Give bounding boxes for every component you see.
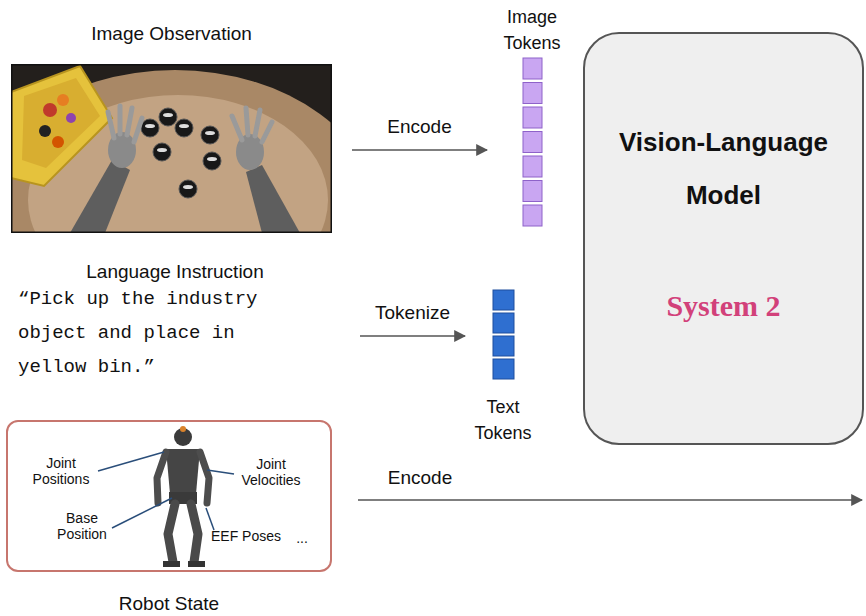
- industry-object: [159, 108, 177, 126]
- image-token: [523, 107, 542, 128]
- state-label: EEF Poses: [206, 528, 286, 544]
- token-heading: Image Tokens: [495, 4, 569, 56]
- model-title: Vision-Language Model: [603, 116, 844, 222]
- image-token: [523, 205, 542, 226]
- state-label: Base Position: [46, 510, 118, 542]
- robot-foot: [163, 561, 180, 567]
- robot-finger: [118, 106, 123, 134]
- bin-item: [57, 94, 69, 106]
- robot-finger: [262, 122, 272, 142]
- robot-arm: [70, 160, 130, 233]
- leader-line: [206, 508, 214, 530]
- system-label: System 2: [585, 284, 862, 328]
- robot-torso: [166, 449, 200, 494]
- industry-object: [175, 119, 193, 137]
- robot-finger: [255, 110, 260, 136]
- text-token: [493, 290, 514, 310]
- robot-finger: [127, 108, 132, 135]
- leader-line: [207, 470, 234, 474]
- edge-label: Encode: [384, 115, 454, 139]
- object-mark: [157, 148, 167, 152]
- image-token: [523, 83, 542, 104]
- connector-arrow: [352, 149, 487, 151]
- object-mark: [183, 185, 193, 189]
- observation-photo: [11, 64, 332, 233]
- image-token: [523, 156, 542, 177]
- bin-item: [66, 113, 76, 123]
- table-surface: [11, 70, 332, 233]
- table-highlight: [28, 95, 328, 233]
- photo-frame: [11, 64, 332, 233]
- token-heading: Text Tokens: [465, 394, 541, 446]
- model-box: Vision-Language ModelSystem 2: [583, 32, 864, 445]
- bin-inside: [22, 78, 100, 168]
- image-token: [523, 181, 542, 202]
- object-mark: [205, 131, 215, 135]
- encode-arrow: [358, 499, 862, 501]
- instruction-text: “Pick up the industry object and place i…: [18, 282, 288, 384]
- object-mark: [179, 124, 189, 128]
- robot-state-box: Joint Positions Joint VelocitiesBase Posi…: [6, 420, 332, 572]
- bin-item: [43, 103, 57, 117]
- leader-line: [112, 498, 172, 528]
- robot-finger: [134, 118, 142, 142]
- state-label: ...: [290, 530, 314, 546]
- panel-heading: Image Observation: [11, 20, 332, 48]
- industry-object: [203, 152, 221, 170]
- state-label: Joint Positions: [20, 455, 102, 487]
- robot-arm: [200, 452, 209, 503]
- instruction-panel: Language Instruction“Pick up the industr…: [10, 258, 340, 378]
- robot-foot: [188, 561, 205, 567]
- industry-object: [141, 119, 159, 137]
- industry-object: [201, 126, 219, 144]
- edge-label: Tokenize: [372, 301, 453, 325]
- industry-object: [153, 143, 171, 161]
- state-label: Joint Velocities: [230, 456, 312, 488]
- arrow-label: Encode: [385, 466, 455, 490]
- robot-head-light: [180, 426, 186, 432]
- bin-item: [39, 125, 51, 137]
- object-mark: [207, 157, 217, 161]
- panel-heading: Language Instruction: [10, 258, 340, 286]
- yellow-bin: [11, 66, 112, 186]
- text-token: [493, 359, 514, 379]
- object-mark: [145, 124, 155, 128]
- token-column: Text Tokens: [473, 286, 533, 446]
- robot-leg: [191, 504, 198, 562]
- robot-leg: [168, 504, 175, 562]
- text-token: [493, 313, 514, 333]
- robot-finger: [246, 108, 248, 135]
- robot-arm: [157, 452, 166, 503]
- robot-finger: [232, 116, 242, 140]
- leader-line: [98, 452, 164, 471]
- object-mark: [163, 113, 173, 117]
- photo-panel: Image Observation: [11, 20, 332, 233]
- panel-heading: Robot State: [6, 590, 332, 616]
- industry-object: [179, 180, 197, 198]
- connector-arrow: [360, 335, 465, 337]
- bin-item: [52, 136, 64, 148]
- token-column: Image Tokens: [495, 4, 569, 230]
- image-token: [523, 58, 542, 79]
- image-token: [523, 132, 542, 153]
- robot-arm: [246, 165, 300, 233]
- robot-finger: [108, 112, 114, 138]
- text-token: [493, 336, 514, 356]
